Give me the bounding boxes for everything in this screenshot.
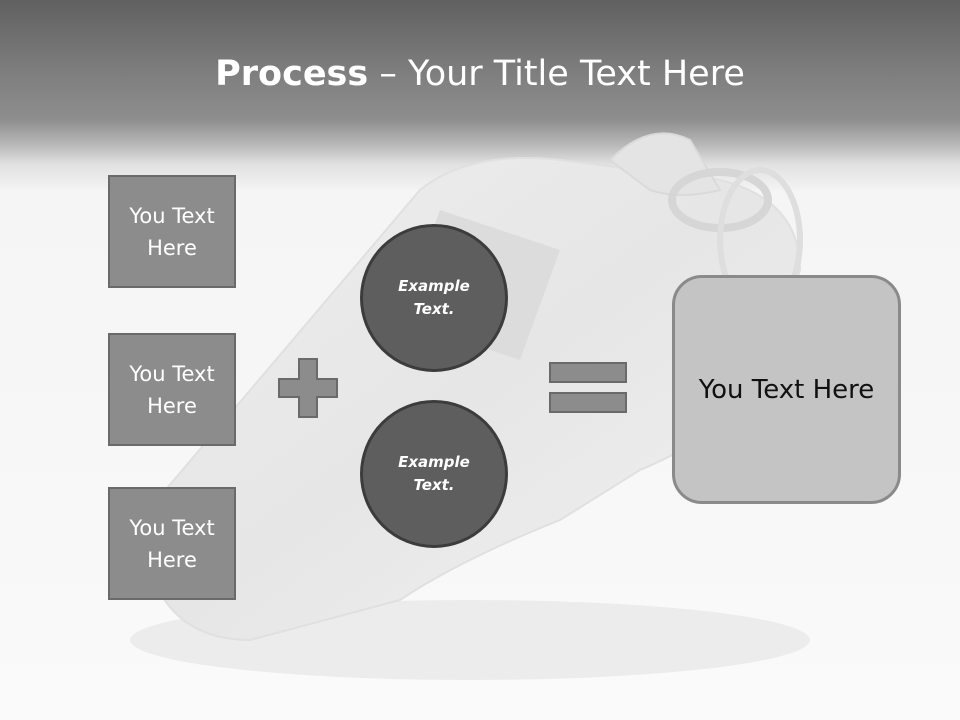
input-box-3: You Text Here [108,487,236,600]
result-label: You Text Here [698,374,875,405]
circle-label: Example Text. [398,277,470,318]
circle-label: Example Text. [398,453,470,494]
example-circle-2: Example Text. [360,400,508,548]
input-box-label: You Text Here [129,515,215,572]
slide-title: Process – Your Title Text Here [0,52,960,96]
title-bold: Process [215,54,369,94]
header-band [0,0,960,190]
plus-icon [278,358,338,418]
equals-icon [549,362,627,413]
result-box: You Text Here [672,275,901,504]
example-circle-1: Example Text. [360,224,508,372]
title-rest: – Your Title Text Here [368,54,745,94]
input-box-1: You Text Here [108,175,236,288]
input-box-label: You Text Here [129,203,215,260]
input-box-2: You Text Here [108,333,236,446]
input-box-label: You Text Here [129,361,215,418]
